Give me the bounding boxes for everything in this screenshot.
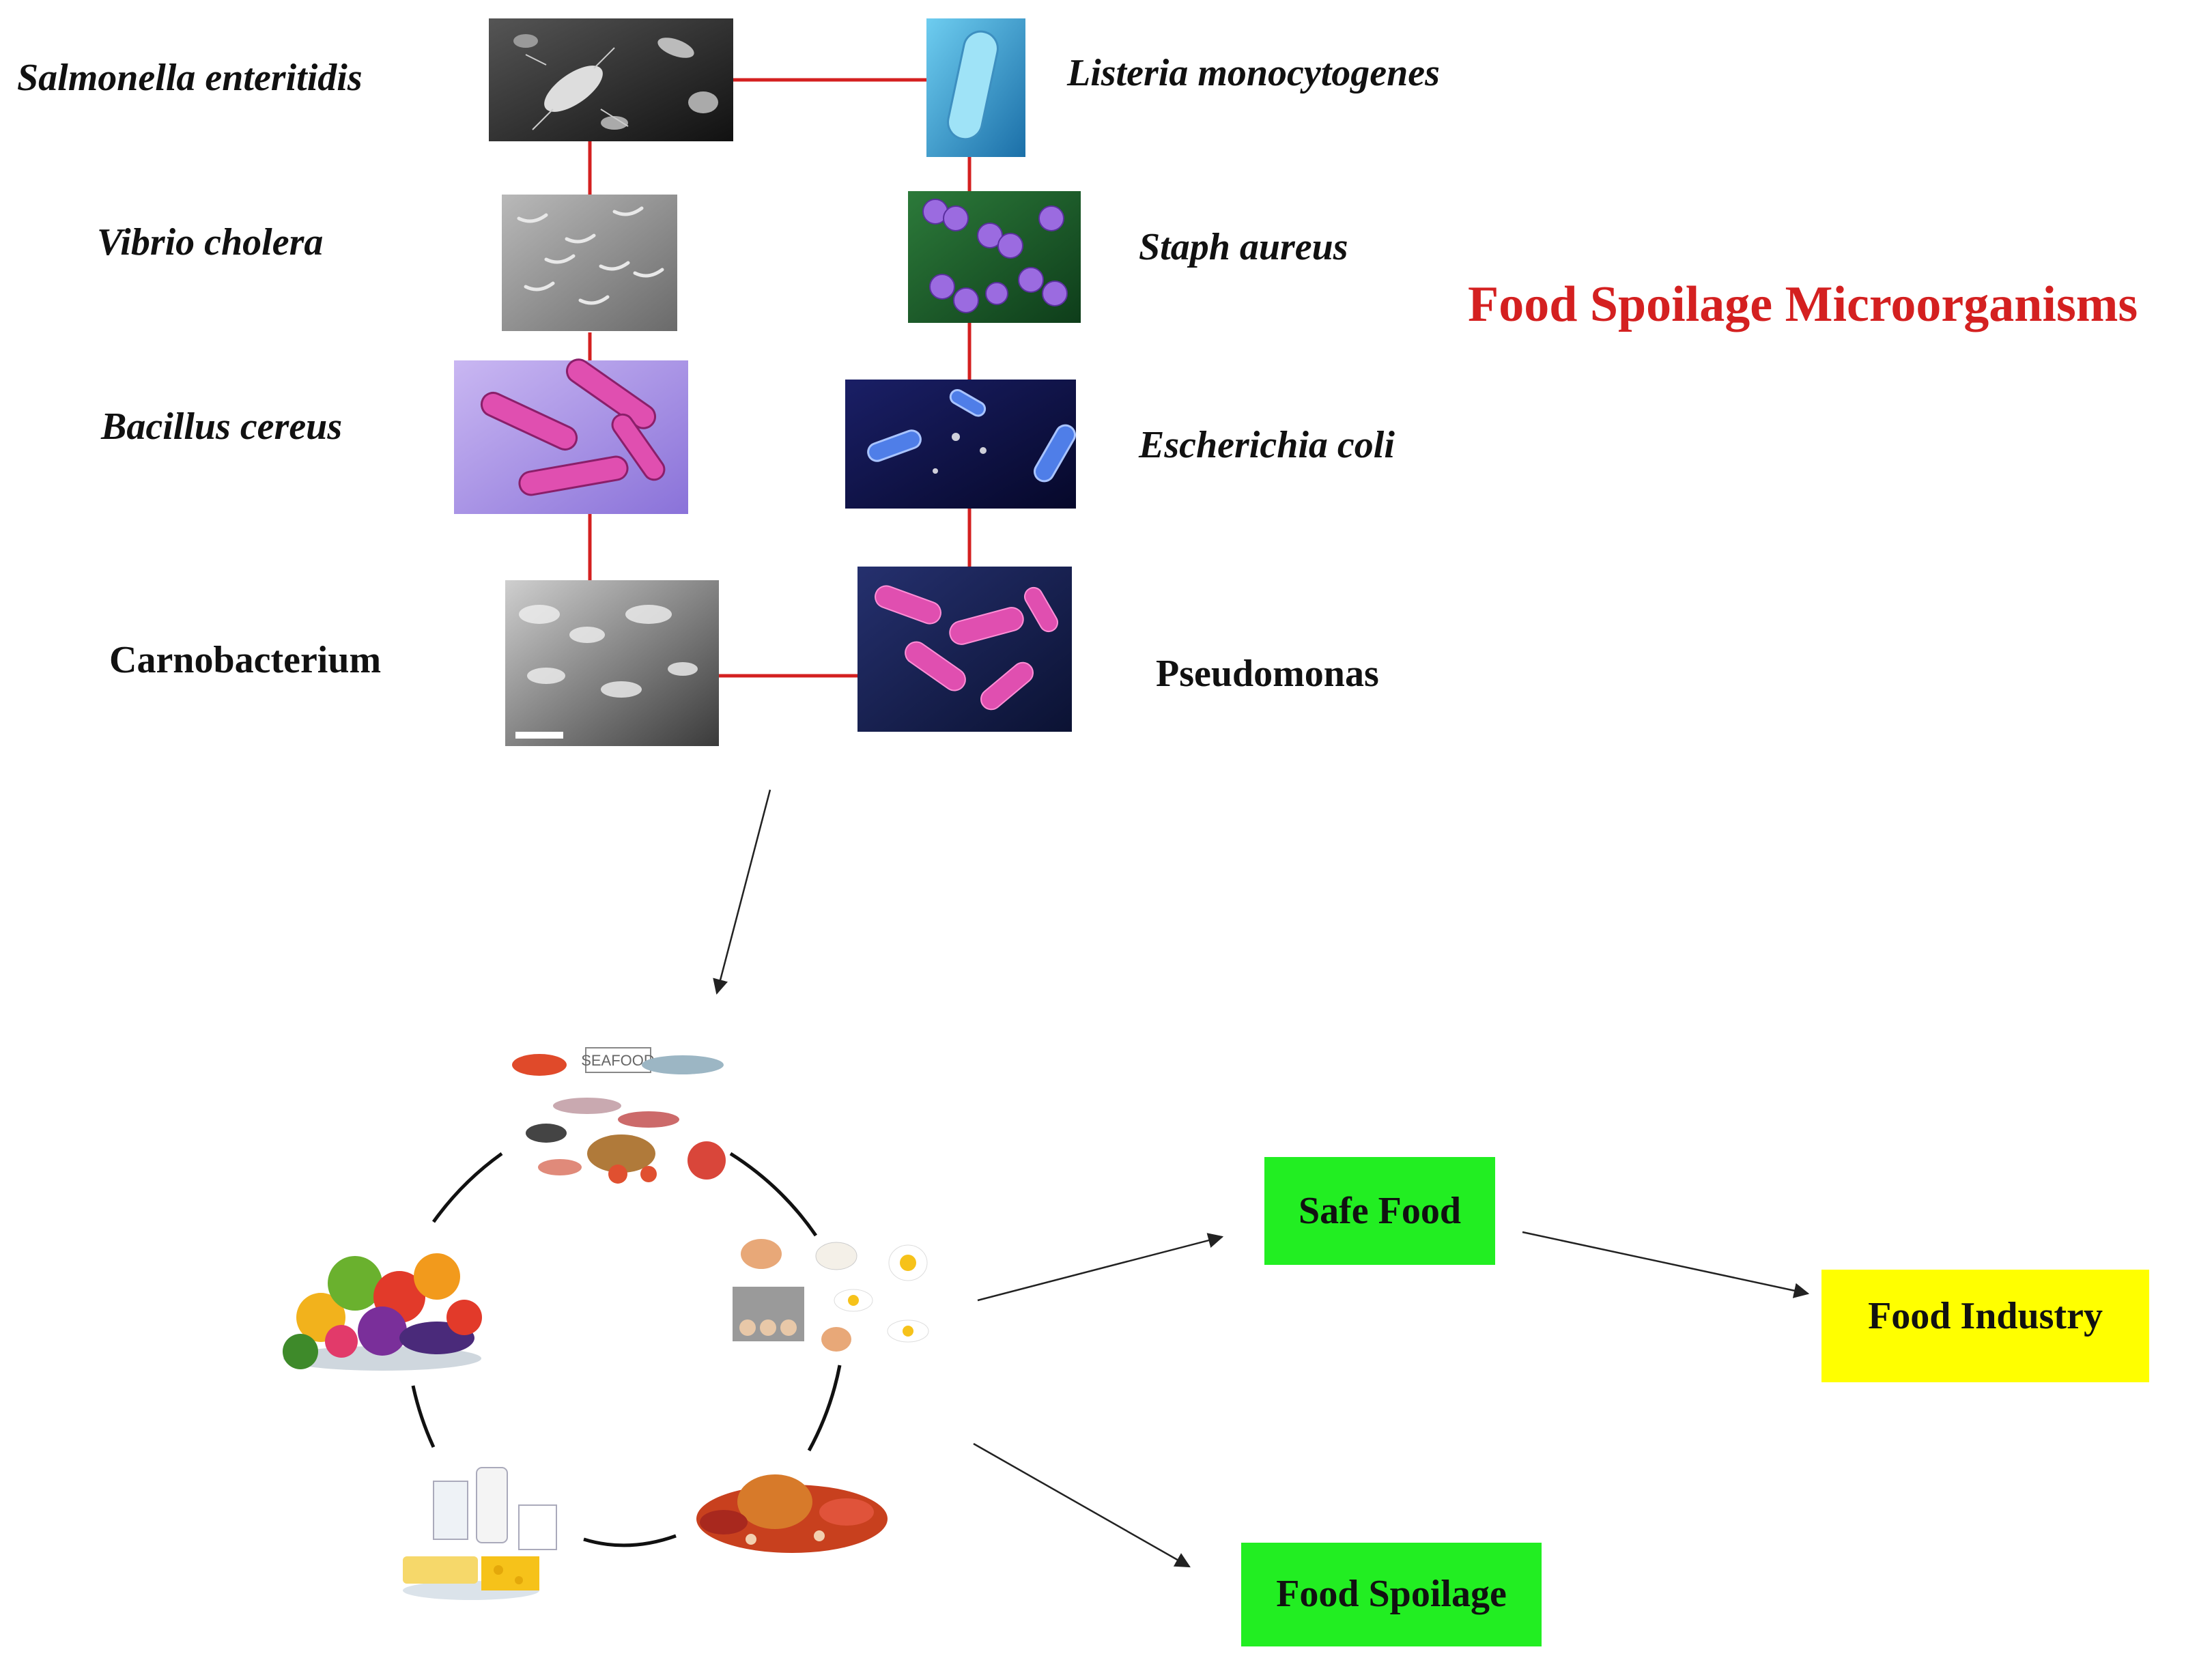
ecoli-image: [845, 380, 1076, 509]
arrow-food-to-safe: [977, 1233, 1224, 1302]
food-cycle-arcs: [411, 1152, 842, 1547]
meat-image: [696, 1474, 888, 1553]
label-pseudomonas: Pseudomonas: [1156, 653, 1379, 695]
safe-food-box: Safe Food: [1264, 1157, 1495, 1265]
dairy-image: [403, 1467, 557, 1600]
arrow-microbes-to-food: [713, 789, 771, 995]
listeria-image: [926, 18, 1025, 157]
cycle-arc-seafood-eggs: [729, 1152, 818, 1237]
diagram-title: Food Spoilage Microorganisms: [1468, 276, 2138, 332]
label-bacillus: Bacillus cereus: [100, 405, 342, 448]
staph-image: [908, 191, 1081, 323]
bacillus-image: [454, 358, 688, 514]
arrow-food-to-spoilage: [973, 1442, 1191, 1568]
cycle-arc-eggs-meat: [807, 1365, 842, 1452]
pseudomonas-image: [857, 567, 1072, 732]
cycle-arc-meat-dairy: [583, 1534, 677, 1547]
food-spoilage-box: Food Spoilage: [1241, 1543, 1542, 1646]
arrow-safe-to-industry: [1522, 1231, 1810, 1298]
food-spoilage-label: Food Spoilage: [1276, 1573, 1507, 1615]
label-carnobacterium: Carnobacterium: [109, 639, 381, 681]
cycle-arc-dairy-fruits: [411, 1385, 436, 1448]
organism-connectors: [588, 78, 972, 678]
vibrio-image: [502, 195, 677, 331]
label-vibrio: Vibrio cholera: [97, 221, 323, 263]
food-industry-label: Food Industry: [1868, 1295, 2103, 1337]
safe-food-label: Safe Food: [1299, 1190, 1461, 1232]
food-industry-box: Food Industry: [1821, 1270, 2149, 1382]
label-staph: Staph aureus: [1139, 226, 1348, 268]
cycle-arc-seafood-fruits: [431, 1152, 503, 1223]
label-salmonella: Salmonella enteritidis: [17, 57, 363, 99]
fruits-vegetables-image: [283, 1253, 482, 1371]
carnobacterium-image: [505, 580, 719, 746]
eggs-image: [733, 1239, 929, 1352]
label-ecoli: Escherichia coli: [1138, 424, 1395, 466]
salmonella-image: [489, 18, 733, 141]
label-listeria: Listeria monocytogenes: [1066, 52, 1440, 94]
seafood-image: SEAFOOD: [512, 1047, 726, 1184]
